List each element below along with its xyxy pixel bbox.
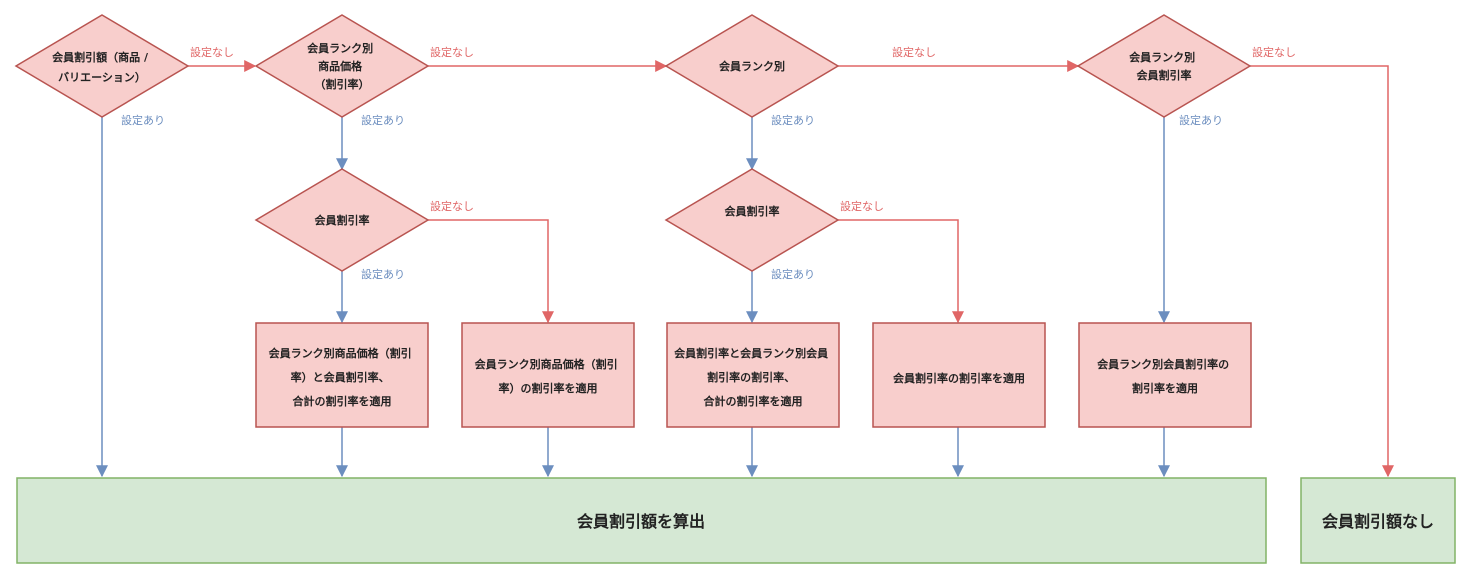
label-yes-d6: 設定あり bbox=[1179, 113, 1223, 127]
svg-text:会員割引率: 会員割引率 bbox=[725, 204, 780, 218]
svg-text:会員割引率: 会員割引率 bbox=[315, 213, 370, 227]
decision-d1-line1: 会員割引額（商品 / bbox=[52, 50, 149, 64]
label-yes-d5: 設定あり bbox=[771, 267, 815, 281]
label-no-d1: 設定なし bbox=[190, 45, 234, 59]
endpoint-calculate-label: 会員割引額を算出 bbox=[577, 512, 705, 531]
svg-text:会員ランク別商品価格（割引 率）の割引率を適用: 会員ランク別商品価格（割引 率）の割引率を適用 bbox=[475, 357, 622, 395]
label-no-d3: 設定なし bbox=[430, 199, 474, 213]
decision-d6-line1: 会員ランク別 bbox=[1129, 50, 1195, 64]
decision-d6-line2: 会員割引率 bbox=[1137, 68, 1192, 82]
decision-d2-line3: （割引率） bbox=[315, 77, 370, 91]
process-p3-line3: 合計の割引率を適用 bbox=[704, 394, 803, 408]
process-p5-line1: 会員ランク別会員割引率の bbox=[1097, 357, 1229, 371]
decision-d1: 会員割引額（商品 / バリエーション） bbox=[14, 14, 190, 118]
svg-text:会員割引率の割引率を適用: 会員割引率の割引率を適用 bbox=[893, 371, 1025, 385]
no-connectors bbox=[188, 60, 1394, 478]
label-no-d5: 設定なし bbox=[840, 199, 884, 213]
svg-text:会員ランク別 会員割引率: 会員ランク別 会員割引率 bbox=[1129, 50, 1199, 82]
process-p2-line1: 会員ランク別商品価格（割引 bbox=[475, 357, 618, 371]
endpoint-calculate: 会員割引額を算出 bbox=[16, 477, 1267, 564]
decision-d2-line2: 商品価格 bbox=[318, 59, 363, 73]
decision-d1-line2: バリエーション） bbox=[58, 71, 146, 84]
no-labels: 設定なし 設定なし 設定なし 設定なし 設定なし 設定なし bbox=[190, 45, 1296, 213]
label-yes-d1: 設定あり bbox=[121, 113, 165, 127]
process-p1-line3: 合計の割引率を適用 bbox=[293, 394, 392, 408]
label-no-d6: 設定なし bbox=[1252, 45, 1296, 59]
decision-d5-line1: 会員割引率 bbox=[725, 204, 780, 218]
svg-text:会員割引率と会員ランク別会員 割引率の割引率、: 会員割引率と会員ランク別会員 割引率の割引率、 合計の割引率を適用 bbox=[674, 346, 832, 408]
decision-d4: 会員ランク別 bbox=[664, 14, 840, 118]
endpoint-none-label: 会員割引額なし bbox=[1322, 512, 1434, 531]
label-yes-d2: 設定あり bbox=[361, 113, 405, 127]
decision-d4-line1: 会員ランク別 bbox=[719, 59, 785, 73]
decision-d3: 会員割引率 bbox=[254, 168, 430, 272]
process-p3: 会員割引率と会員ランク別会員 割引率の割引率、 合計の割引率を適用 bbox=[666, 322, 840, 428]
label-yes-d3: 設定あり bbox=[361, 267, 405, 281]
process-p3-line1: 会員割引率と会員ランク別会員 bbox=[674, 346, 828, 360]
yes-connectors bbox=[96, 117, 1170, 478]
decision-d3-line1: 会員割引率 bbox=[315, 213, 370, 227]
label-no-d4: 設定なし bbox=[892, 45, 936, 59]
svg-text:会員ランク別: 会員ランク別 bbox=[719, 59, 785, 73]
yes-labels: 設定あり 設定あり 設定あり 設定あり 設定あり 設定あり bbox=[121, 113, 1223, 281]
process-p5: 会員ランク別会員割引率の 割引率を適用 bbox=[1078, 322, 1252, 428]
connector-d5-p4 bbox=[838, 219, 964, 324]
process-p2: 会員ランク別商品価格（割引 率）の割引率を適用 bbox=[461, 322, 635, 428]
decision-d2-line1: 会員ランク別 bbox=[307, 41, 373, 55]
process-p2-line2: 率）の割引率を適用 bbox=[499, 381, 598, 395]
connector-d6-none bbox=[1250, 65, 1394, 478]
label-yes-d4: 設定あり bbox=[771, 113, 815, 127]
svg-text:会員割引額（商品 / バリエーション）: 会員割引額（商品 / バリエーション） bbox=[52, 50, 152, 84]
process-p5-line2: 割引率を適用 bbox=[1132, 381, 1198, 395]
svg-text:会員ランク別商品価格（割引 率）と会員割引率、: 会員ランク別商品価格（割引 率）と会員割引率、 合計の割引率を適用 bbox=[269, 346, 416, 408]
decision-d2: 会員ランク別 商品価格 （割引率） bbox=[254, 14, 430, 118]
process-p3-line2: 割引率の割引率、 bbox=[707, 370, 795, 384]
process-p1-line2: 率）と会員割引率、 bbox=[291, 370, 390, 384]
process-p4: 会員割引率の割引率を適用 bbox=[872, 322, 1046, 428]
process-p1: 会員ランク別商品価格（割引 率）と会員割引率、 合計の割引率を適用 bbox=[255, 322, 429, 428]
process-p4-line1: 会員割引率の割引率を適用 bbox=[893, 371, 1025, 385]
svg-text:会員ランク別 商品価格 （割引率）: 会員ランク別 商品価格 （割引率） bbox=[307, 41, 377, 91]
label-no-d2: 設定なし bbox=[430, 45, 474, 59]
decision-d6: 会員ランク別 会員割引率 bbox=[1076, 14, 1252, 118]
endpoint-none: 会員割引額なし bbox=[1300, 477, 1456, 564]
process-p1-line1: 会員ランク別商品価格（割引 bbox=[269, 346, 412, 360]
decision-d5: 会員割引率 bbox=[664, 168, 840, 272]
svg-text:会員ランク別会員割引率の 割引率を適用: 会員ランク別会員割引率の 割引率を適用 bbox=[1097, 357, 1233, 395]
connector-d3-p2 bbox=[428, 219, 554, 324]
